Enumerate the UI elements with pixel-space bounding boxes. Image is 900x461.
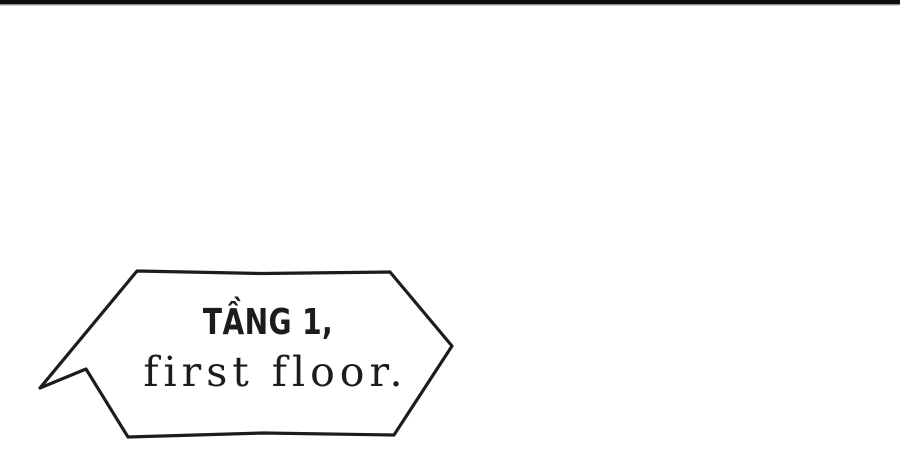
bubble-text-vietnamese: TẦNG 1,: [202, 302, 334, 343]
top-border-bar: [0, 0, 900, 6]
speech-bubble-outline: [38, 269, 454, 439]
bubble-text-english: first floor.: [143, 348, 408, 396]
